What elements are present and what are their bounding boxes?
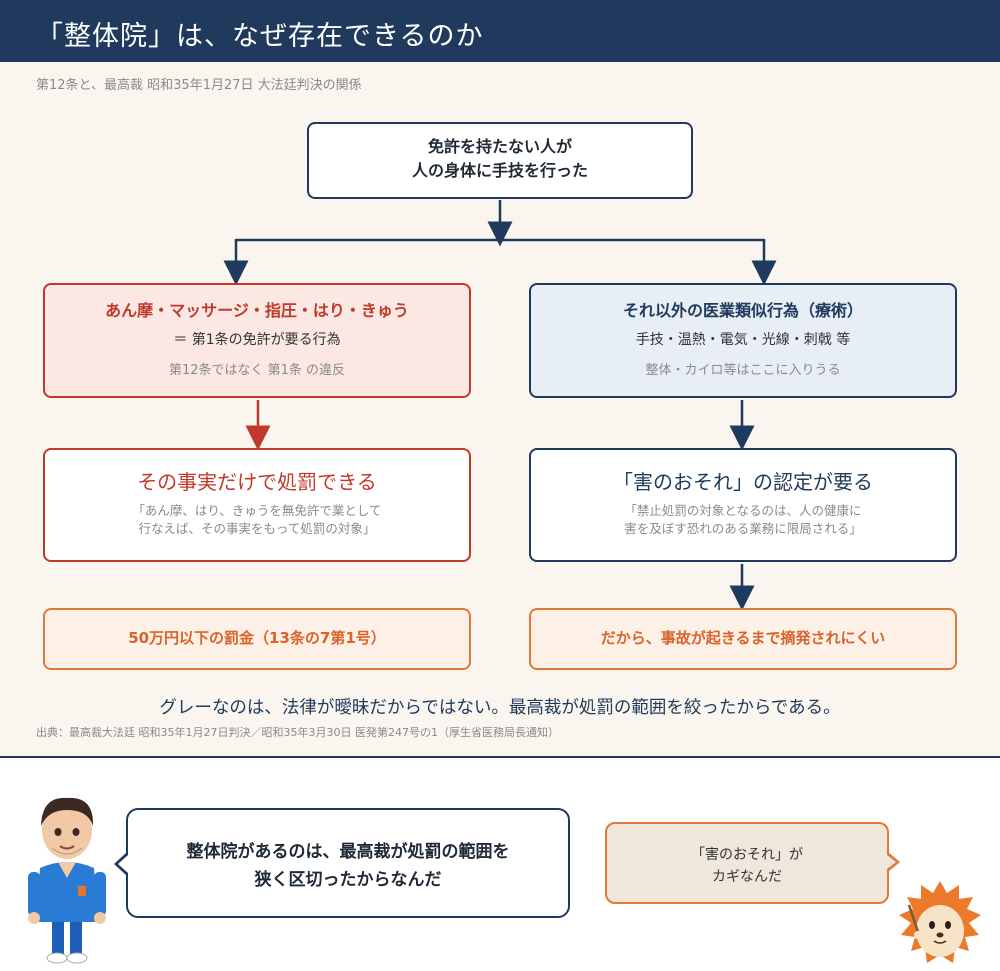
hedgehog-speech-line2: カギなんだ bbox=[712, 869, 782, 885]
right-result-quote-line1: 「禁止処罰の対象となるのは、人の健康に bbox=[624, 503, 862, 518]
flow-arrows bbox=[223, 200, 777, 611]
left-category-note: 第12条ではなく 第1条 の違反 bbox=[168, 363, 346, 378]
start-line2: 人の身体に手技を行った bbox=[411, 161, 588, 180]
page-title: 「整体院」は、なぜ存在できるのか bbox=[36, 21, 484, 52]
left-category-node: あん摩・マッサージ・指圧・はり・きゅう ＝ 第1条の免許が要る行為 第12条では… bbox=[43, 283, 471, 398]
page-subtitle: 第12条と、最高裁 昭和35年1月27日 大法廷判決の関係 bbox=[36, 78, 362, 93]
right-category-definition: 手技・温熱・電気・光線・刺戟 等 bbox=[635, 332, 851, 348]
header-bar: 「整体院」は、なぜ存在できるのか bbox=[0, 0, 1000, 62]
left-result-title: その事実だけで処罰できる bbox=[137, 470, 377, 494]
left-result-quote-line1: 「あん摩、はり、きゅうを無免許で業として bbox=[132, 503, 382, 518]
left-outcome-node: 50万円以下の罰金（13条の7第1号） bbox=[43, 608, 471, 670]
doctor-speech-bubble: 整体院があるのは、最高裁が処罰の範囲を 狭く区切ったからなんだ bbox=[114, 808, 570, 918]
right-outcome-node: だから、事故が起きるまで摘発されにくい bbox=[529, 608, 957, 670]
hedgehog-character-icon bbox=[899, 881, 981, 963]
right-category-note: 整体・カイロ等はここに入りうる bbox=[645, 363, 841, 378]
right-result-title: 「害のおそれ」の認定が要る bbox=[613, 470, 873, 494]
hedgehog-speech-line1: 「害のおそれ」が bbox=[691, 847, 803, 863]
start-node: 免許を持たない人が 人の身体に手技を行った bbox=[307, 122, 693, 199]
conclusion-text: グレーなのは、法律が曖昧だからではない。最高裁が処罰の範囲を絞ったからである。 bbox=[159, 698, 841, 718]
source-citation: 出典：最高裁大法廷 昭和35年1月27日判決／昭和35年3月30日 医発第247… bbox=[36, 726, 559, 739]
left-category-definition: ＝ 第1条の免許が要る行為 bbox=[173, 332, 341, 348]
right-result-node: 「害のおそれ」の認定が要る 「禁止処罰の対象となるのは、人の健康に 害を及ぼす恐… bbox=[529, 448, 957, 562]
right-result-quote-line2: 害を及ぼす恐れのある業務に限局される」 bbox=[624, 521, 862, 536]
doctor-speech-line1: 整体院があるのは、最高裁が処罰の範囲を bbox=[186, 842, 510, 862]
diagram-panel: 第12条と、最高裁 昭和35年1月27日 大法廷判決の関係 免許を持たない人が … bbox=[0, 62, 1000, 758]
right-category-title: それ以外の医業類似行為（療術） bbox=[622, 301, 863, 320]
doctor-speech-line2: 狭く区切ったからなんだ bbox=[254, 870, 442, 890]
doctor-character-icon bbox=[28, 797, 106, 964]
hedgehog-speech-bubble: 「害のおそれ」が カギなんだ bbox=[605, 822, 900, 904]
left-result-quote-line2: 行なえば、その事実をもって処罰の対象」 bbox=[138, 521, 376, 536]
bubble-tail-inner bbox=[118, 855, 128, 873]
start-line1: 免許を持たない人が bbox=[427, 137, 572, 156]
bubble-tail-inner bbox=[887, 855, 896, 869]
right-category-node: それ以外の医業類似行為（療術） 手技・温熱・電気・光線・刺戟 等 整体・カイロ等… bbox=[529, 283, 957, 398]
right-result-quote: 「禁止処罰の対象となるのは、人の健康に 害を及ぼす恐れのある業務に限局される」 bbox=[551, 502, 935, 538]
left-category-title: あん摩・マッサージ・指圧・はり・きゅう bbox=[105, 301, 409, 320]
left-result-node: その事実だけで処罰できる 「あん摩、はり、きゅうを無免許で業として 行なえば、そ… bbox=[43, 448, 471, 562]
left-result-quote: 「あん摩、はり、きゅうを無免許で業として 行なえば、その事実をもって処罰の対象」 bbox=[65, 502, 449, 538]
